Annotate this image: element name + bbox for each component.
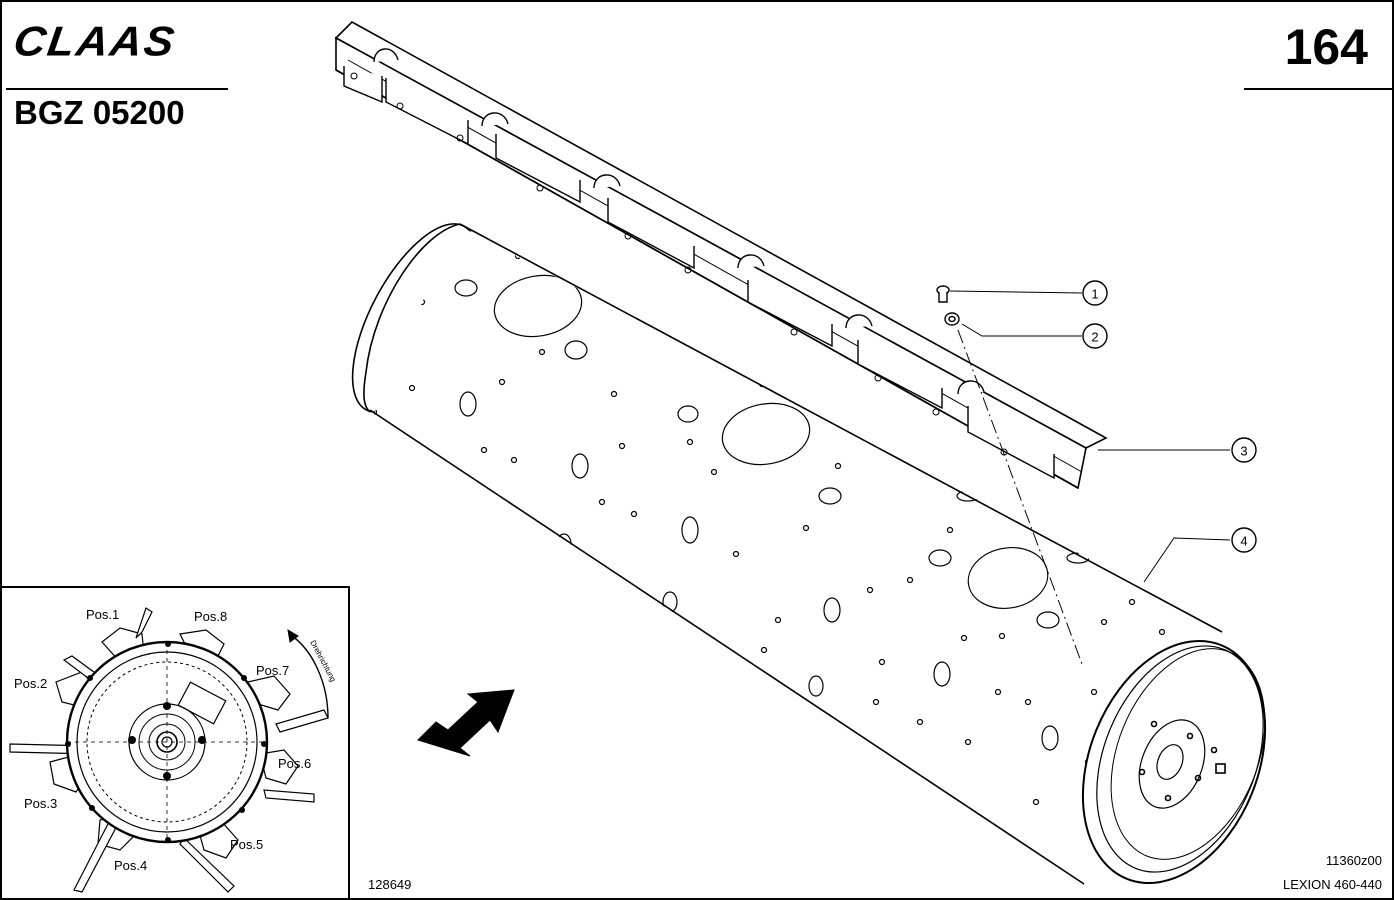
svg-text:1: 1 — [1091, 287, 1098, 302]
callout-3: 3 — [1231, 437, 1257, 463]
svg-text:2: 2 — [1091, 330, 1098, 345]
model-name: LEXION 460-440 — [1282, 877, 1382, 892]
callout-1: 1 — [1082, 280, 1108, 306]
bolt — [936, 285, 950, 303]
rotation-arrow-icon — [291, 635, 329, 719]
callout-4: 4 — [1231, 527, 1257, 553]
position-label-1: Pos.1 — [86, 607, 119, 622]
callout-2: 2 — [1082, 323, 1108, 349]
position-label-4: Pos.4 — [114, 858, 147, 873]
header-rule-right — [1244, 88, 1392, 90]
drawing-reference: 128649 — [368, 877, 412, 892]
inset-frame — [2, 586, 350, 898]
position-label-8: Pos.8 — [194, 609, 227, 624]
direction-arrow-icon — [417, 689, 515, 757]
file-code: 11360z00 — [1325, 853, 1382, 868]
callout-markers: 1 2 3 4 — [1082, 280, 1257, 553]
position-label-7: Pos.7 — [256, 663, 289, 678]
rasp-bar — [334, 21, 1108, 490]
doc-code: BGZ 05200 — [14, 94, 185, 131]
callout-leaders — [949, 290, 1231, 583]
svg-text:3: 3 — [1240, 444, 1247, 459]
assembly-axis-line — [957, 329, 1083, 665]
position-label-2: Pos.2 — [14, 676, 47, 691]
position-label-6: Pos.6 — [278, 756, 311, 771]
page-number: 164 — [1284, 19, 1368, 75]
rotor-bolts — [65, 641, 267, 843]
position-label-5: Pos.5 — [230, 837, 263, 852]
rotation-arrowhead-icon — [287, 629, 299, 643]
position-label-3: Pos.3 — [24, 796, 57, 811]
header-rule-left — [6, 88, 228, 90]
svg-text:4: 4 — [1240, 534, 1247, 549]
washer — [944, 312, 960, 326]
drum — [351, 223, 1267, 885]
